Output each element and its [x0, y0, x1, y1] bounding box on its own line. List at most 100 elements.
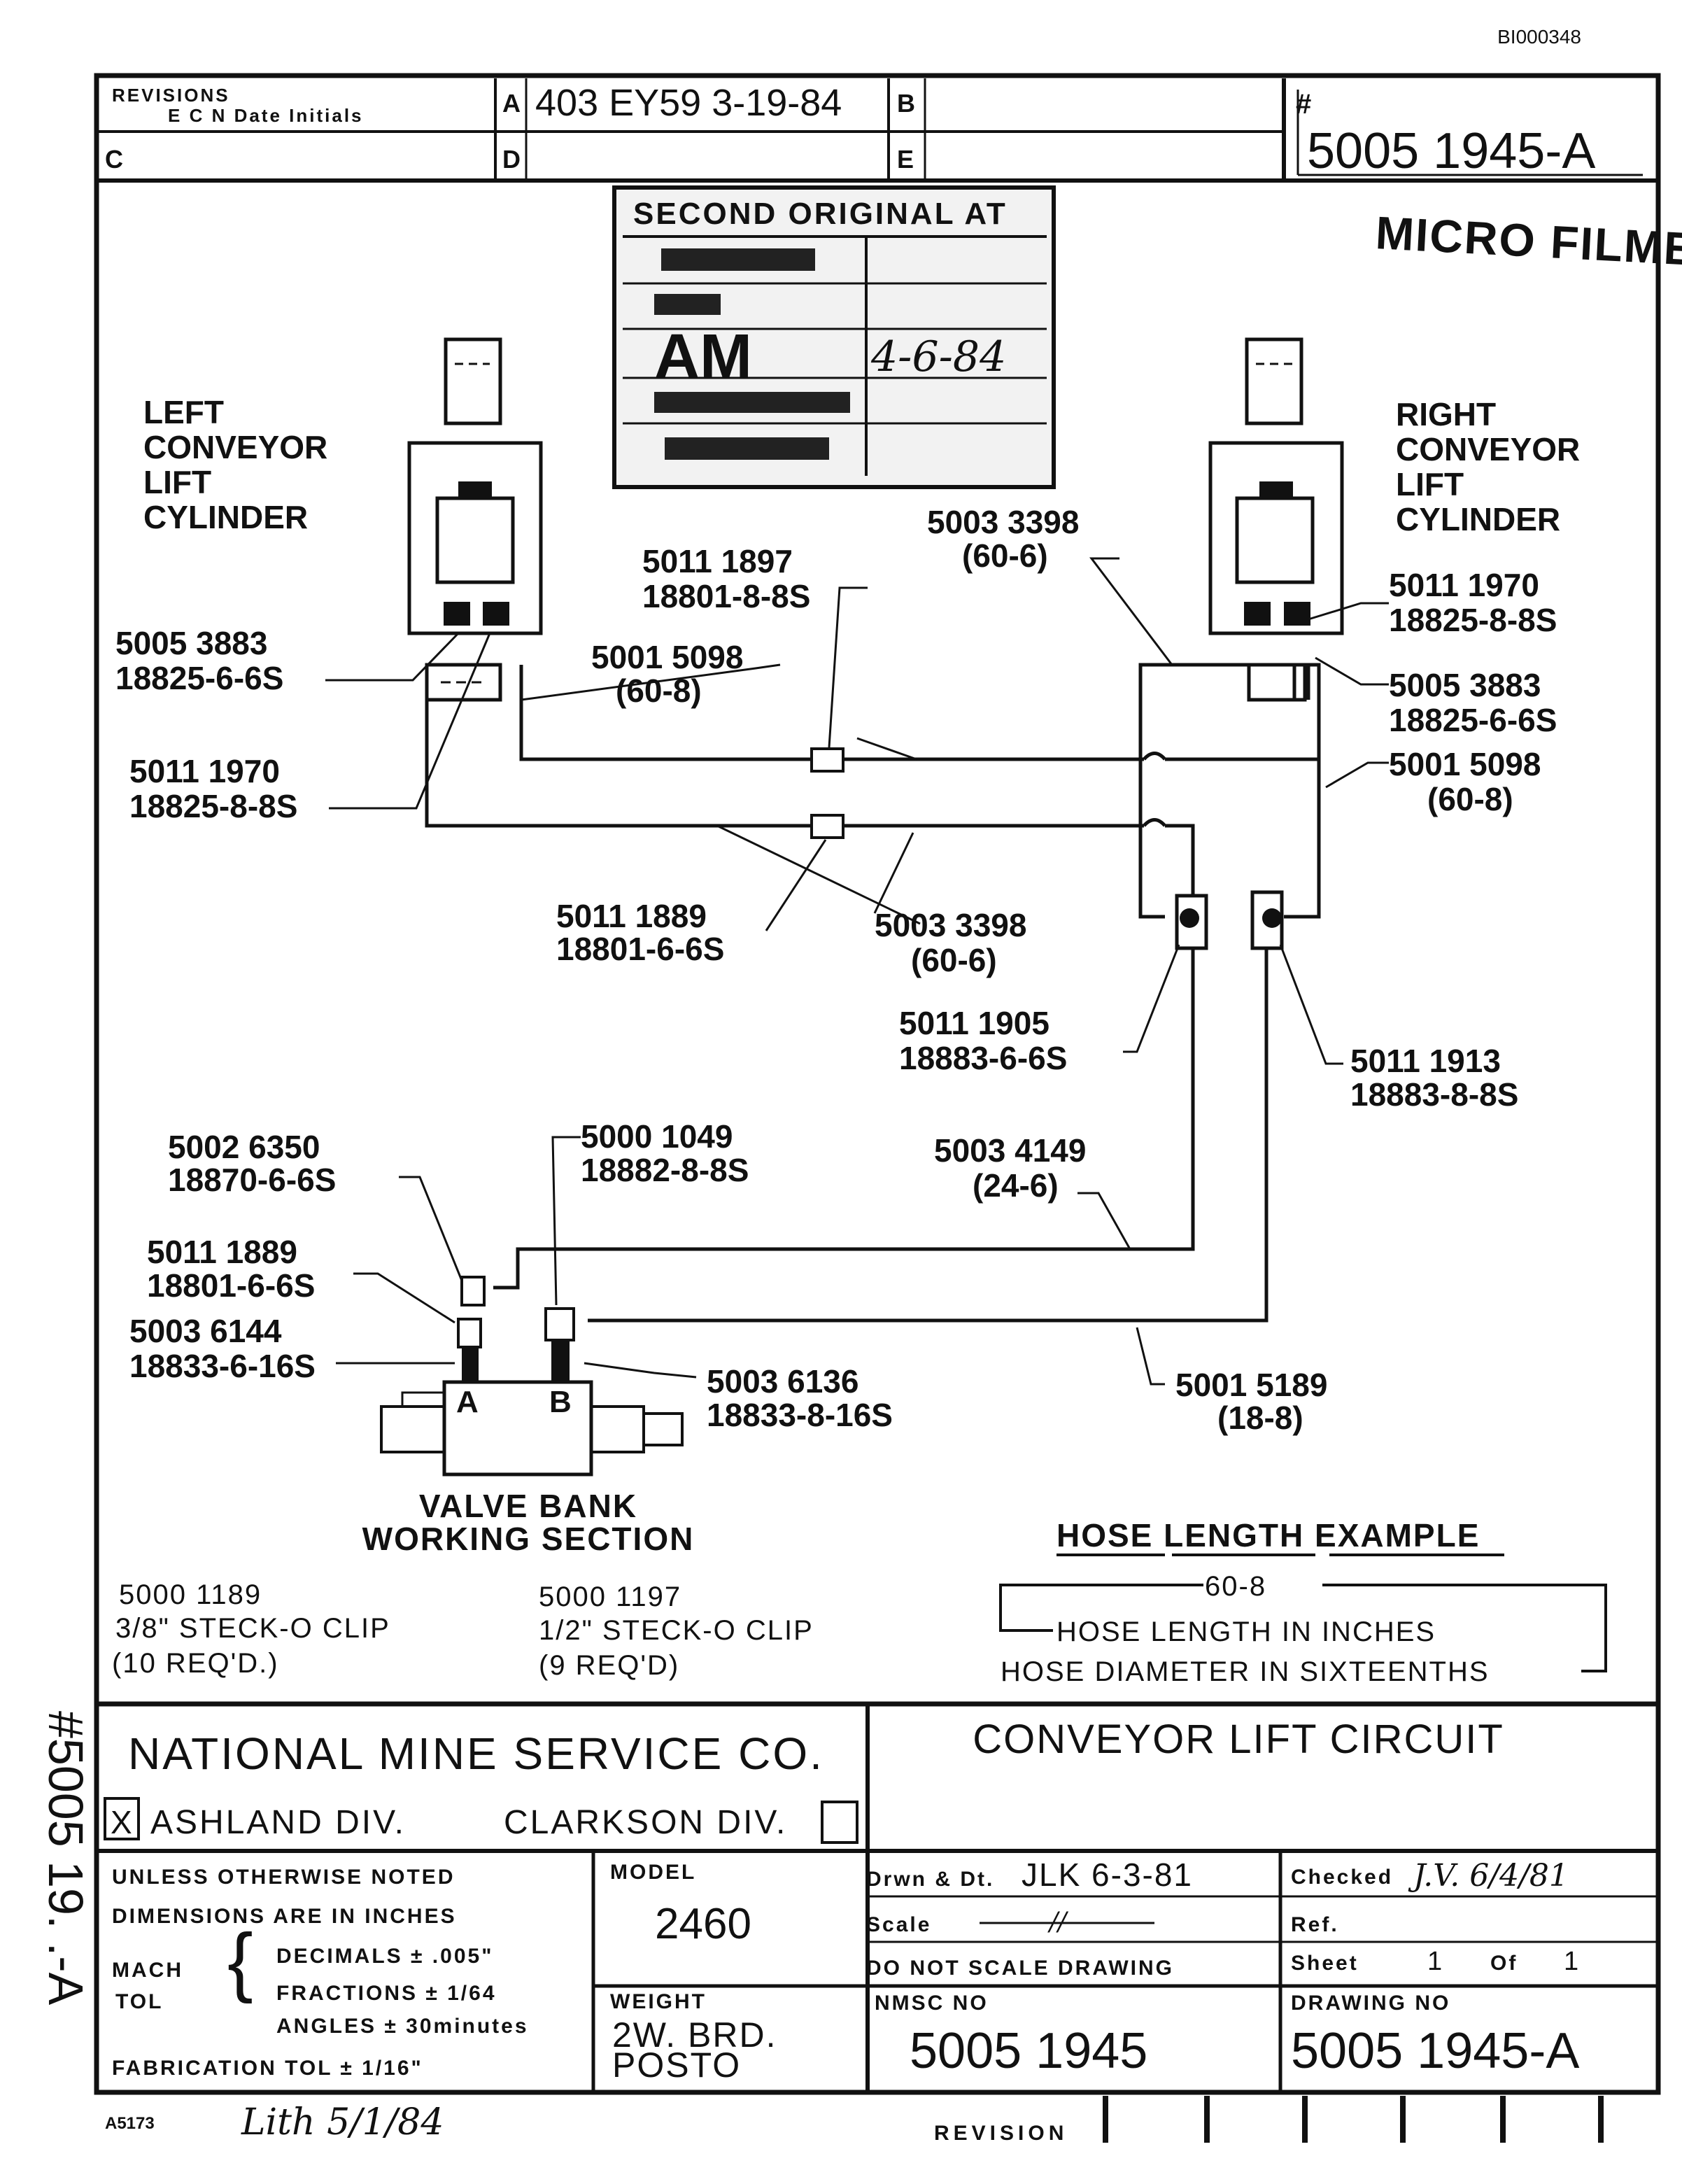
model-value: 2460	[655, 1900, 751, 1948]
nmsc-number: 5005 1945	[910, 2023, 1147, 2079]
svg-text:1: 1	[1564, 1947, 1578, 1976]
svg-text:5011 1970: 5011 1970	[1389, 567, 1539, 603]
svg-text:DO NOT SCALE DRAWING: DO NOT SCALE DRAWING	[866, 1957, 1174, 1980]
svg-text:Ref.: Ref.	[1291, 1913, 1339, 1936]
svg-text:5002 6350: 5002 6350	[168, 1129, 320, 1165]
svg-text:(60-8): (60-8)	[1427, 781, 1513, 817]
svg-text:FABRICATION TOL ± 1/16": FABRICATION TOL ± 1/16"	[112, 2057, 423, 2080]
svg-text:FRACTIONS ± 1/64: FRACTIONS ± 1/64	[276, 1982, 497, 2005]
svg-text:Sheet: Sheet	[1291, 1952, 1359, 1975]
ashland-division: ASHLAND DIV.	[150, 1804, 406, 1841]
svg-text:5003 6136: 5003 6136	[707, 1363, 858, 1400]
drawing-title: CONVEYOR LIFT CIRCUIT	[973, 1717, 1504, 1762]
svg-text:5005 3883: 5005 3883	[115, 625, 267, 661]
part-label: 5003 4149(24-6)	[934, 1132, 1086, 1204]
svg-text:Drwn & Dt.: Drwn & Dt.	[866, 1868, 994, 1891]
svg-text:5003 6144: 5003 6144	[129, 1313, 282, 1349]
svg-text:ANGLES ± 30minutes: ANGLES ± 30minutes	[276, 2015, 529, 2038]
svg-text:(60-6): (60-6)	[911, 942, 997, 978]
hose-circuit	[425, 663, 1321, 1323]
stamp-initials: AM	[654, 322, 752, 392]
svg-text://: //	[1047, 1908, 1069, 1936]
ashland-check-mark: X	[111, 1804, 132, 1840]
svg-text:(60-6): (60-6)	[962, 537, 1048, 574]
svg-text:(9 REQ'D): (9 REQ'D)	[539, 1650, 679, 1681]
slot-a-value: 403 EY59 3-19-84	[535, 82, 842, 124]
svg-text:18870-6-6S: 18870-6-6S	[168, 1162, 336, 1198]
svg-text:(24-6): (24-6)	[973, 1167, 1059, 1204]
svg-text:(60-8): (60-8)	[616, 672, 702, 709]
footer-handwritten-note: Lith 5/1/84	[241, 2101, 444, 2143]
svg-text:3/8" STECK-O CLIP: 3/8" STECK-O CLIP	[115, 1613, 390, 1644]
microfilmed-stamp: MICRO FILMED	[1374, 206, 1682, 276]
inline-fitting-upper	[810, 747, 844, 773]
clarkson-division: CLARKSON DIV.	[504, 1804, 787, 1841]
slot-d-letter: D	[502, 145, 521, 174]
tee-fitting-left	[1175, 894, 1208, 950]
svg-text:5001 5189: 5001 5189	[1175, 1367, 1327, 1403]
svg-text:UNLESS OTHERWISE NOTED: UNLESS OTHERWISE NOTED	[112, 1866, 455, 1889]
svg-text:5000 1197: 5000 1197	[539, 1581, 681, 1612]
svg-text:RIGHT: RIGHT	[1396, 396, 1496, 432]
svg-text:POSTO: POSTO	[612, 2045, 741, 2085]
port-a-label: A	[456, 1385, 479, 1419]
svg-text:18801-6-6S: 18801-6-6S	[556, 931, 724, 967]
svg-text:MODEL: MODEL	[610, 1861, 696, 1884]
svg-text:18833-8-16S: 18833-8-16S	[707, 1397, 893, 1433]
side-drawing-number: #5005 19. .-A	[38, 1711, 93, 2006]
svg-text:18801-6-6S: 18801-6-6S	[147, 1267, 315, 1304]
svg-text:18825-8-8S: 18825-8-8S	[1389, 602, 1557, 638]
svg-text:VALVE BANK: VALVE BANK	[419, 1488, 637, 1524]
svg-text:18825-6-6S: 18825-6-6S	[115, 660, 283, 696]
checked-by-value: J.V. 6/4/81	[1408, 1858, 1569, 1894]
svg-text:DECIMALS ± .005": DECIMALS ± .005"	[276, 1945, 493, 1968]
drawn-by-value: JLK 6-3-81	[1022, 1857, 1193, 1893]
svg-text:5001 5098: 5001 5098	[1389, 746, 1541, 782]
clip-note: 5000 1189 3/8" STECK-O CLIP (10 REQ'D.)	[112, 1579, 390, 1679]
svg-text:LIFT: LIFT	[143, 464, 211, 500]
svg-text:CONVEYOR: CONVEYOR	[143, 429, 327, 465]
svg-text:5005 3883: 5005 3883	[1389, 667, 1541, 703]
svg-text:DIMENSIONS ARE IN INCHES: DIMENSIONS ARE IN INCHES	[112, 1905, 457, 1928]
revision-label: REVISION	[934, 2122, 1068, 2145]
header-drawing-number: 5005 1945-A	[1307, 123, 1595, 179]
svg-text:5011 1970: 5011 1970	[129, 753, 280, 789]
left-cylinder-label: LEFT CONVEYOR LIFT CYLINDER	[143, 394, 327, 535]
right-lift-cylinder	[1208, 337, 1344, 702]
footer-code: A5173	[105, 2114, 155, 2133]
svg-text:5011 1905: 5011 1905	[899, 1005, 1050, 1041]
svg-text:CONVEYOR: CONVEYOR	[1396, 431, 1580, 467]
clip-note: 5000 1197 1/2" STECK-O CLIP (9 REQ'D)	[539, 1581, 812, 1681]
svg-text:5011 1889: 5011 1889	[147, 1234, 297, 1270]
drawing-number: 5005 1945-A	[1291, 2023, 1579, 2079]
svg-text:(18-8): (18-8)	[1217, 1400, 1303, 1436]
clarkson-checkbox	[821, 1801, 858, 1844]
document-id: BI000348	[1497, 26, 1581, 48]
svg-text:Checked: Checked	[1291, 1866, 1393, 1889]
slot-c-letter: C	[105, 145, 123, 174]
revisions-label: REVISIONS	[112, 85, 230, 106]
svg-text:18883-6-6S: 18883-6-6S	[899, 1040, 1067, 1076]
svg-text:18833-6-16S: 18833-6-16S	[129, 1348, 316, 1384]
svg-text:LIFT: LIFT	[1396, 466, 1464, 502]
svg-text:18882-8-8S: 18882-8-8S	[581, 1152, 749, 1188]
svg-text:Scale: Scale	[866, 1913, 931, 1936]
svg-text:2W. BRD.: 2W. BRD.	[612, 2015, 777, 2055]
valve-bank-label: VALVE BANK WORKING SECTION	[362, 1488, 693, 1557]
svg-text:5011 1889: 5011 1889	[556, 898, 707, 934]
svg-text:MACH: MACH	[112, 1959, 183, 1982]
svg-text:TOL: TOL	[115, 1990, 163, 2013]
valve-bank: A B	[380, 1276, 684, 1477]
part-label: 5003 3398(60-6)	[927, 504, 1079, 574]
title-block: NATIONAL MINE SERVICE CO. X ASHLAND DIV.…	[97, 1701, 1658, 2092]
number-prefix: #	[1296, 89, 1311, 120]
